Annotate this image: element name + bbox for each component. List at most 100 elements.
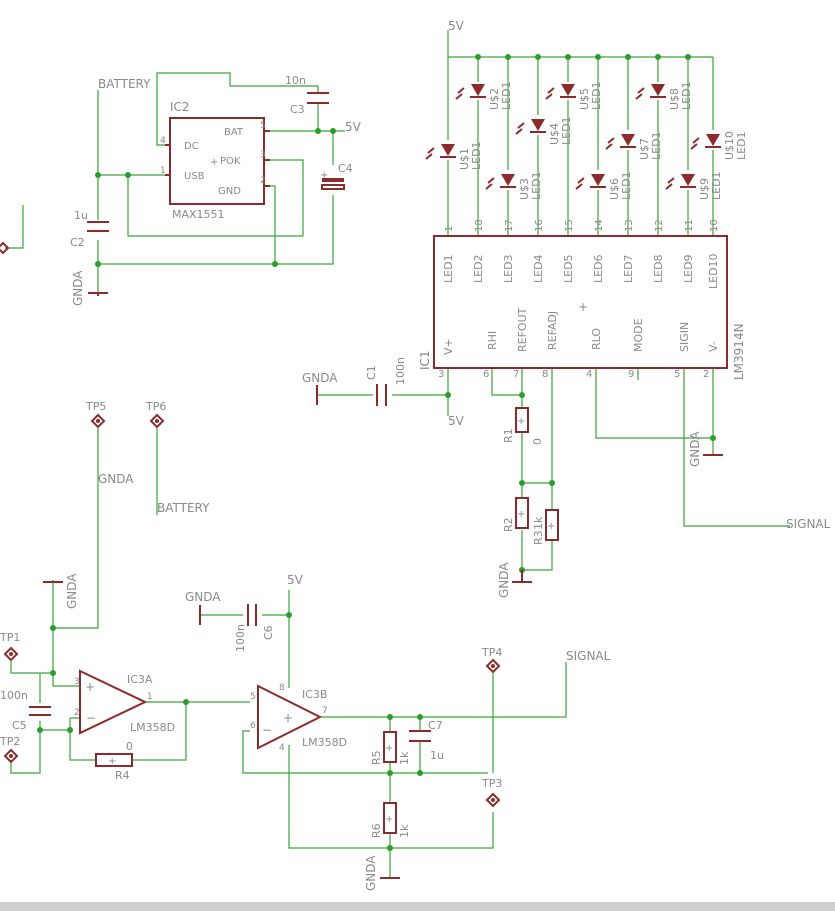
resistor-r4[interactable]: + 0 R4 [95,740,133,782]
ic1-top-pin-label: LED3 [502,254,515,283]
testpoint-tp4[interactable]: TP4 [481,646,502,674]
ic2-pin-dc: DC [184,141,199,152]
resistor-r3[interactable]: + R3 1k [532,509,559,545]
c1-value: 100n [394,357,407,385]
ic1-top-pin-label: LED10 [707,253,720,289]
ic1-bottom-pin-number: 5 [674,369,680,380]
testpoint-tp6[interactable]: TP6 [145,400,166,429]
opamp-ic3b[interactable]: + − IC3B LM358D 5 6 7 8 4 [250,683,347,753]
r3-name: R3 [532,530,545,545]
capacitor-c2[interactable]: 1u C2 [70,209,109,249]
capacitor-c4[interactable]: + C4 [320,162,353,190]
resistor-r5[interactable]: + R5 1k [370,731,411,765]
led-u2[interactable]: U$2 LED1 [455,81,513,110]
testpoint-tp5[interactable]: TP5 [85,400,106,429]
net-5v-ic1: 5V [448,414,465,428]
led-u1[interactable]: U$1 LED1 [425,141,483,170]
led-u8[interactable]: U$8 LED1 [635,81,693,110]
ic3a-pin: 1 [147,692,153,702]
net-gnda-c1: GNDA [302,371,338,385]
ic2-max1551[interactable]: IC2 MAX1551 DC USB BAT + POK GND 4 1 5 3… [160,100,270,221]
gnda-ic2-symbol [88,292,108,296]
capacitor-c5[interactable]: 100n C5 [0,689,51,732]
ic1-lm3914[interactable]: + LED1 LED2 LED3 LED4 LED5 LED6 LED7 LED… [418,219,746,380]
ic1-top-pin-number: 16 [534,219,545,232]
testpoint-tp3[interactable]: TP3 [481,777,502,808]
capacitor-c1[interactable]: C1 100n [365,357,407,406]
r4-plus-mark: + [108,756,116,767]
ic1-bottom-pins: V+ RHI REFOUT REFADJ RLO MODE SIGIN V- 3… [438,307,720,380]
ic3b-pin: 4 [279,743,285,753]
ic3b-pin: 6 [250,721,256,731]
ic1-top-pin-label: LED9 [682,254,695,283]
opamp-ic3a[interactable]: + − IC3A LM358D 3 2 1 [74,669,175,735]
ic2-pin-number: 2 [260,176,266,186]
led-u3-name: U$3 [518,178,531,200]
ic3a-minus: − [86,711,96,725]
ic2-name-label: IC2 [170,100,190,114]
ic1-top-pin-number: 15 [564,219,575,232]
capacitor-c7[interactable]: C7 1u [409,719,444,762]
ic1-bottom-pin-label: V- [707,341,720,352]
r5-value: 1k [398,751,411,765]
ic1-top-pin-number: 10 [709,219,720,232]
ic2-pin-pok: POK [220,156,241,167]
net-gnda-tp5: GNDA [98,472,134,486]
ic1-top-pins: LED1 LED2 LED3 LED4 LED5 LED6 LED7 LED8 … [442,219,720,289]
ic1-bottom-pin-label: MODE [632,318,645,352]
ic3a-plus: + [85,680,95,694]
r5-name: R5 [370,750,383,765]
led-u5-name: U$5 [578,88,591,110]
testpoint-tp2[interactable]: TP2 [0,735,20,764]
led-u8-value: LED1 [680,81,693,110]
led-u4-name: U$4 [548,123,561,145]
resistor-r2[interactable]: + R2 [502,497,529,532]
ic1-bottom-pin-number: 3 [438,369,444,380]
net-gnda-r2: GNDA [497,562,511,598]
ic1-top-pin-label: LED5 [562,254,575,283]
led-u5-value: LED1 [590,81,603,110]
ic3b-part: LM358D [302,736,347,749]
ic1-top-pin-number: 1 [444,226,455,232]
r1-name: R1 [502,428,515,443]
net-gnda-upper-tp: GNDA [65,573,79,609]
r2-plus-mark: + [517,509,525,520]
capacitor-c6[interactable]: 100n C6 [234,604,275,652]
r5-plus-mark: + [385,743,393,754]
bottom-scrollbar[interactable] [0,902,835,911]
net-signal-ic1: SIGNAL [786,517,831,531]
ic2-pin-gnd: GND [218,186,241,197]
led-u7[interactable]: U$7 LED1 [605,131,663,160]
ic1-top-pin-label: LED4 [532,254,545,283]
net-labels: 5V 5V 5V 5V BATTERY BATTERY SIGNAL SIGNA… [65,19,831,891]
ic1-top-pin-number: 14 [594,219,605,232]
led-u3[interactable]: U$3 LED1 [485,171,543,200]
led-u9[interactable]: U$9 LED1 [665,171,723,200]
c7-name: C7 [428,719,443,732]
led-array: U$1 LED1 U$2 LED1 U$3 LED1 U$4 LED1 U$5 … [425,81,748,200]
resistor-r6[interactable]: + R6 1k [370,802,411,838]
led-u10[interactable]: U$10 LED1 [690,131,748,160]
tp3-label: TP3 [481,777,502,790]
capacitor-c3[interactable]: 10n C3 [285,74,329,116]
net-gnda-ic1: GNDA [688,431,702,467]
testpoint-tp1[interactable]: TP1 [0,631,20,662]
ic2-pin-number: 4 [160,136,166,146]
c2-value: 1u [74,209,88,222]
tp6-label: TP6 [145,400,166,413]
c3-value: 10n [285,74,306,87]
ic1-bottom-pin-number: 7 [513,369,519,380]
c4-plus-mark: + [320,170,328,181]
led-u5[interactable]: U$5 LED1 [545,81,603,110]
ic1-bottom-pin-number: 6 [483,369,489,380]
led-u6[interactable]: U$6 LED1 [575,171,633,200]
r3-plus-mark: + [547,521,555,532]
connector-left-edge [0,241,10,255]
ic1-name-label: IC1 [418,350,432,370]
net-gnda-ic2: GNDA [71,270,85,306]
ic1-bottom-pin-number: 9 [628,369,634,380]
resistor-r1[interactable]: + R1 0 [502,407,544,445]
led-u4[interactable]: U$4 LED1 [515,116,573,145]
ic1-bottom-pin-label: REFOUT [516,307,529,352]
led-u2-value: LED1 [500,81,513,110]
